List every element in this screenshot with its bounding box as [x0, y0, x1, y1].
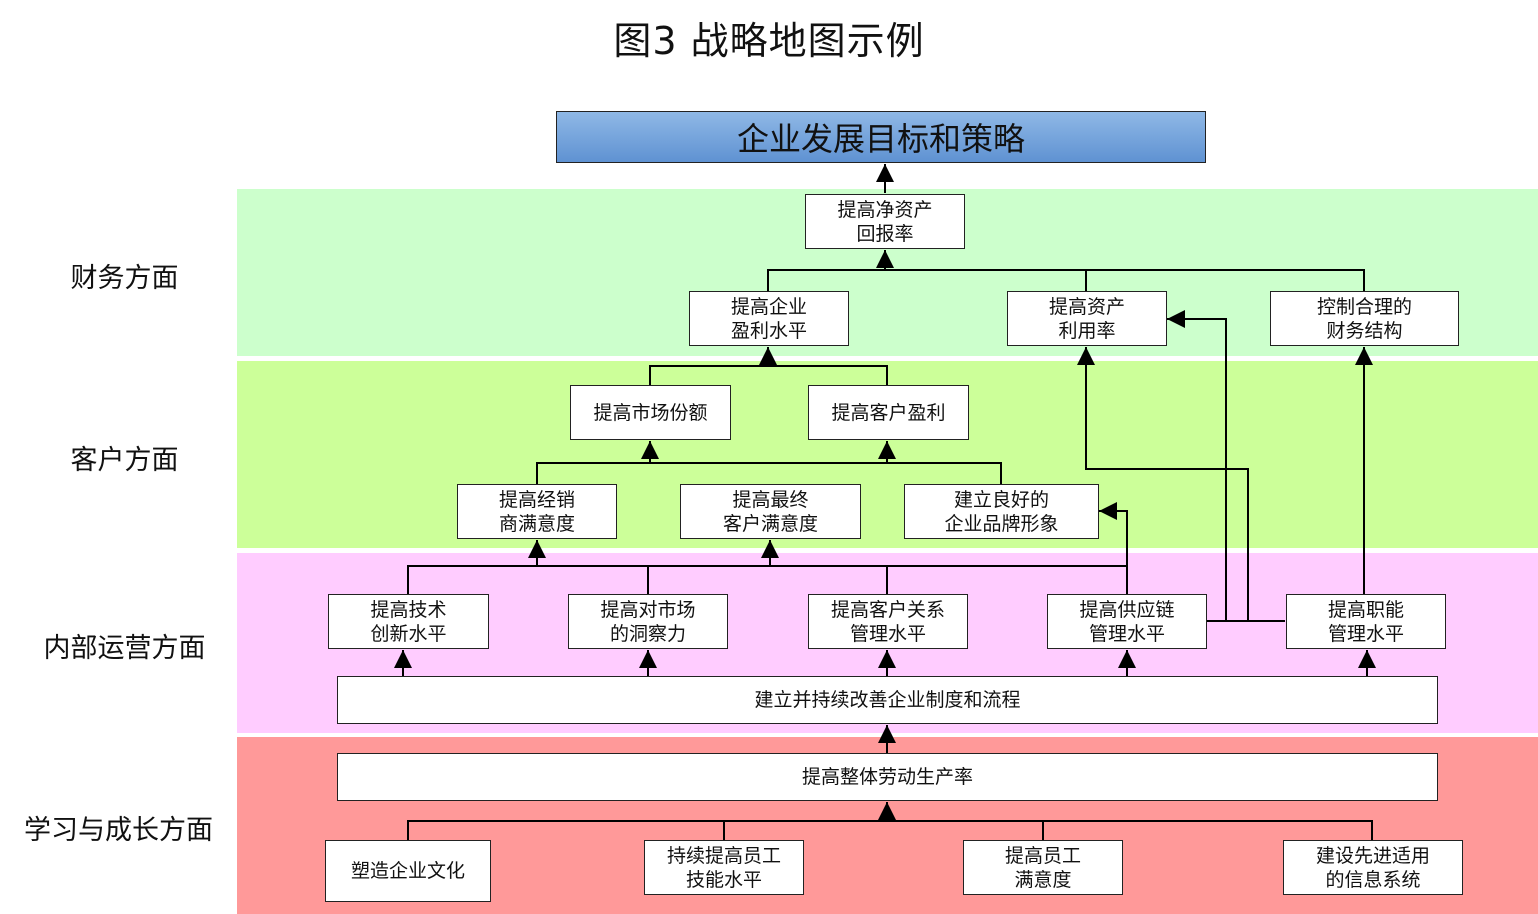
profit-box: 提高企业 盈利水平: [689, 291, 849, 346]
employee-satisfaction-box: 提高员工 满意度: [963, 840, 1123, 895]
functional-management-box: 提高职能 管理水平: [1286, 594, 1446, 649]
productivity-box: 提高整体劳动生产率: [337, 753, 1438, 801]
dealer-satisfaction-box: 提高经销 商满意度: [457, 484, 617, 539]
end-customer-satisfaction-box: 提高最终 客户满意度: [680, 484, 861, 539]
internal-label: 内部运营方面: [43, 633, 206, 664]
financial-structure-box: 控制合理的 财务结构: [1270, 291, 1459, 346]
customer-profit-box: 提高客户盈利: [808, 385, 969, 440]
learning-label: 学习与成长方面: [24, 815, 213, 846]
strategy-goal-box: 企业发展目标和策略: [556, 111, 1206, 163]
roe-box: 提高净资产 回报率: [805, 194, 965, 249]
brand-image-box: 建立良好的 企业品牌形象: [904, 484, 1099, 539]
information-system-box: 建设先进适用 的信息系统: [1283, 840, 1463, 895]
diagram-title: 图3 战略地图示例: [613, 19, 925, 63]
market-insight-box: 提高对市场 的洞察力: [568, 594, 728, 649]
market-share-box: 提高市场份额: [570, 385, 731, 440]
skills-box: 持续提高员工 技能水平: [644, 840, 804, 895]
asset-utilization-box: 提高资产 利用率: [1007, 291, 1167, 346]
financial-label: 财务方面: [70, 263, 179, 294]
crm-box: 提高客户关系 管理水平: [808, 594, 968, 649]
customer-label: 客户方面: [70, 445, 179, 476]
system-process-box: 建立并持续改善企业制度和流程: [337, 676, 1438, 724]
tech-innovation-box: 提高技术 创新水平: [328, 594, 489, 649]
culture-box: 塑造企业文化: [325, 840, 491, 902]
supply-chain-box: 提高供应链 管理水平: [1047, 594, 1207, 649]
